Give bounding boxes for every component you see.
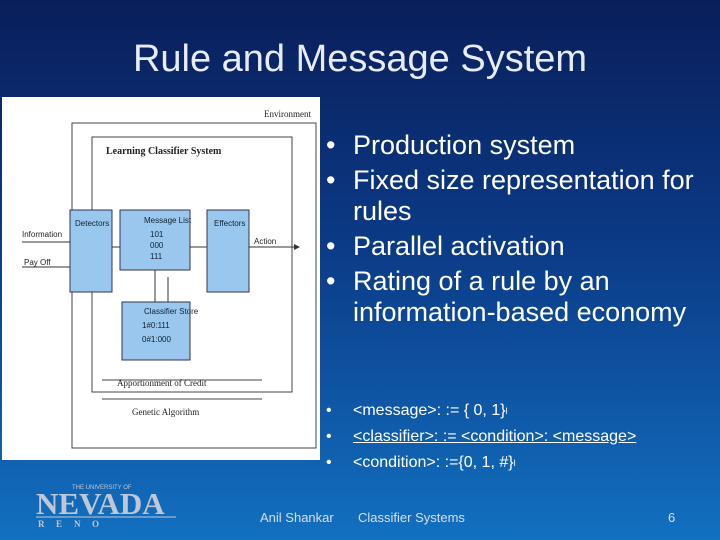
university-logo: THE UNIVERSITY OF NEVADA R E N O — [36, 480, 176, 529]
bullet-item: • Rating of a rule by an information-bas… — [326, 266, 718, 328]
bullet-marker: • — [326, 402, 332, 419]
bullet-item: • Parallel activation — [326, 231, 718, 262]
bullet-marker: • — [326, 454, 332, 471]
superscript-mark: l — [513, 458, 516, 468]
classifier-store-label: Classifier Store — [144, 307, 199, 316]
bullet-marker: • — [326, 428, 332, 445]
classifier-store-value-2: 0#1:000 — [142, 335, 171, 344]
detectors-box — [69, 209, 113, 293]
bullet-marker: • — [326, 266, 336, 296]
ga-label: Genetic Algorithm — [132, 407, 199, 417]
logo-main-text: NEVADA — [36, 486, 165, 521]
effectors-box — [206, 209, 250, 293]
page-number: 6 — [668, 510, 676, 525]
action-label: Action — [254, 237, 276, 246]
bullet-marker: • — [326, 130, 336, 160]
logo-letter-r: R — [38, 519, 45, 528]
classifier-store-box — [121, 301, 191, 361]
message-list-value-1: 101 — [150, 230, 164, 239]
sub-bullet-text: <condition>: :={0, 1, #} — [353, 454, 514, 471]
detectors-label: Detectors — [75, 219, 109, 228]
sub-bullet-item: • <classifier>: := <condition>: <message… — [326, 426, 718, 448]
superscript-mark: l — [505, 406, 508, 416]
sub-bullet-item: • <message>: := { 0, 1} l — [326, 400, 718, 422]
message-list-value-3: 111 — [150, 252, 163, 261]
bullet-text: Parallel activation — [353, 231, 565, 261]
logo-letter-n: N — [74, 519, 81, 528]
classifier-store-value-1: 1#0:111 — [142, 321, 170, 330]
lcs-title: Learning Classifier System — [106, 146, 222, 157]
payoff-label: Pay Off — [24, 258, 51, 267]
bullet-marker: • — [326, 165, 336, 195]
footer-course: Classifier Systems — [358, 510, 465, 525]
bullet-text: Rating of a rule by an information-based… — [353, 266, 687, 327]
sub-bullet-text: <message>: := { 0, 1} — [353, 402, 506, 419]
effectors-label: Effectors — [214, 219, 245, 228]
apportionment-label: Apportionment of Credit — [117, 378, 207, 388]
logo-letter-o: O — [92, 519, 99, 528]
information-label: Information — [22, 230, 62, 239]
lcs-diagram: Environment Learning Classifier System D… — [2, 97, 320, 460]
bullet-item: • Production system — [326, 130, 718, 161]
sub-bullet-text: <classifier>: := <condition>: <message> — [353, 428, 637, 445]
message-list-box — [119, 209, 191, 271]
logo-top-text: THE UNIVERSITY OF — [72, 485, 132, 491]
logo-letter-e: E — [56, 519, 62, 528]
sub-bullet-item: • <condition>: :={0, 1, #}l — [326, 452, 718, 474]
slide-title: Rule and Message System — [132, 38, 588, 80]
main-bullet-list: • Production system • Fixed size represe… — [326, 130, 718, 332]
message-list-value-2: 000 — [150, 241, 164, 250]
bullet-marker: • — [326, 231, 336, 261]
sub-bullet-list: • <message>: := { 0, 1} l • <classifier>… — [326, 400, 718, 478]
bullet-text: Production system — [353, 130, 576, 160]
environment-label: Environment — [264, 109, 311, 119]
bullet-item: • Fixed size representation for rules — [326, 165, 718, 227]
message-list-label: Message List — [144, 216, 192, 225]
footer-author: Anil Shankar — [260, 510, 334, 525]
bullet-text: Fixed size representation for rules — [353, 165, 694, 226]
